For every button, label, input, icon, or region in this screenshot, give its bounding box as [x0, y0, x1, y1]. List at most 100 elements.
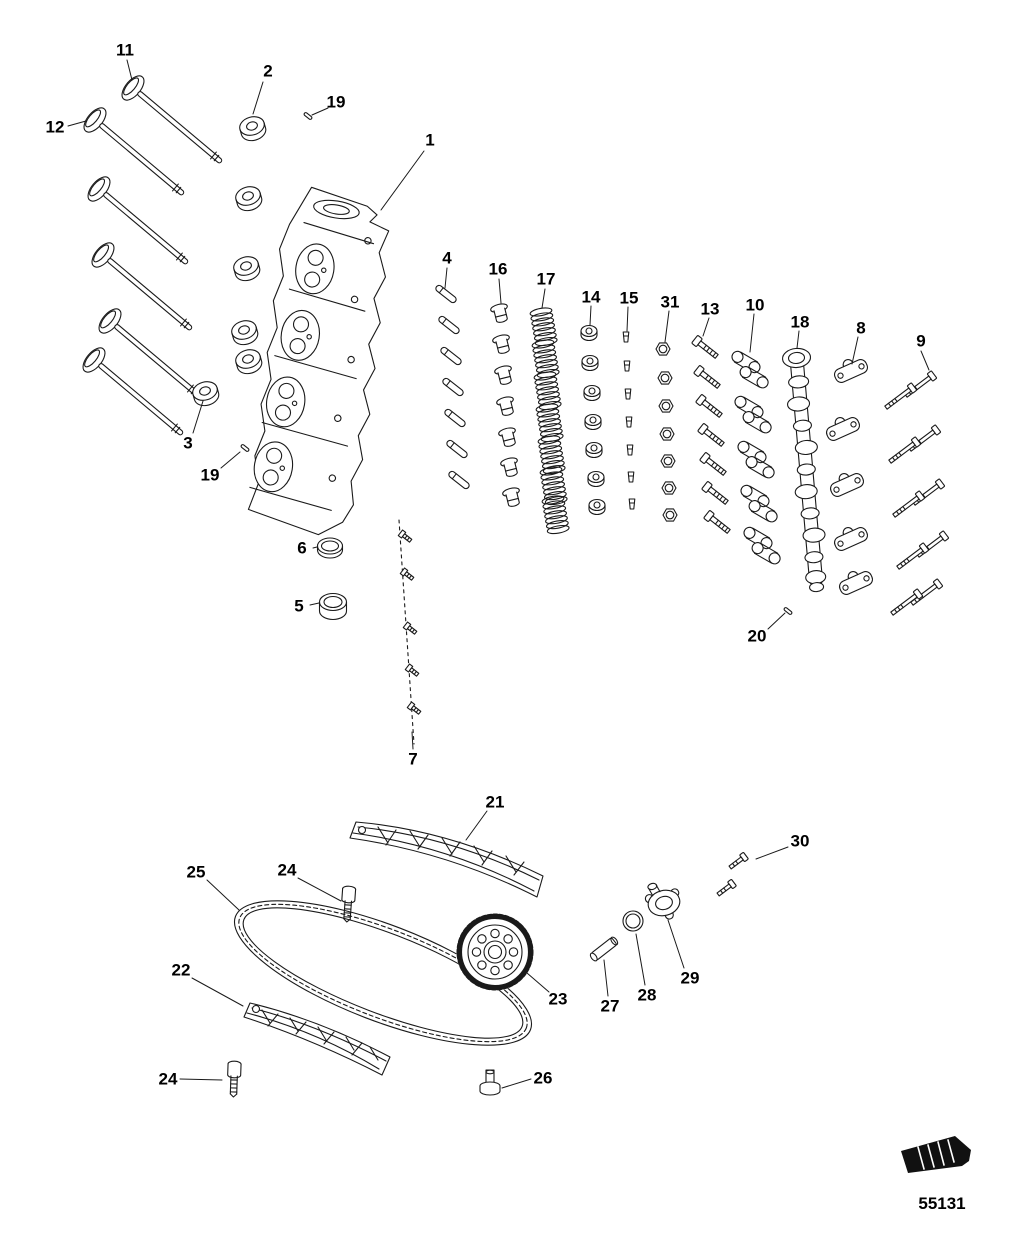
part-callout-11: 11	[116, 40, 134, 60]
camshaft-sprocket	[456, 913, 534, 991]
spring-seats-group	[489, 301, 524, 509]
spring-retainer	[583, 384, 601, 402]
timing-chain	[233, 900, 533, 1046]
head-bolt	[406, 701, 423, 717]
valve-keeper	[624, 388, 632, 400]
part-callout-28: 28	[637, 985, 657, 1005]
part-callout-1: 1	[425, 130, 435, 150]
guide-bolt-lower	[226, 1060, 242, 1098]
spring-retainer	[580, 324, 598, 342]
head-bolts-group	[397, 519, 423, 745]
spring-retainer	[588, 498, 606, 516]
head-bolt	[402, 621, 419, 637]
valve	[117, 71, 231, 174]
part-callout-24b: 24	[158, 1069, 178, 1089]
spring-retainer	[587, 470, 605, 488]
valve	[78, 343, 192, 446]
adjuster-nut	[658, 399, 674, 413]
o-ring	[622, 910, 644, 932]
part-callout-2: 2	[263, 61, 273, 81]
chain-guide-upper	[349, 821, 544, 898]
part-callout-3: 3	[183, 433, 193, 453]
dowel-pin	[443, 407, 467, 429]
spring-seat	[495, 394, 518, 418]
part-callout-31: 31	[660, 292, 680, 312]
rocker-bolt	[703, 509, 733, 536]
adjuster-nut	[661, 481, 677, 495]
valve-keeper	[627, 471, 635, 483]
spring-seat	[493, 363, 516, 387]
tensioner-bolt	[715, 878, 737, 899]
valve-seal	[228, 317, 261, 348]
rocker-bolt	[699, 451, 729, 478]
valve-seal	[232, 346, 265, 377]
rocker-arm-pair	[734, 390, 773, 439]
cap-bolts-group	[882, 370, 950, 618]
dowel-pin	[441, 376, 465, 398]
rocker-bolt	[701, 480, 731, 507]
head-ribs	[249, 222, 375, 511]
camshaft-cap	[822, 410, 862, 443]
part-callout-18: 18	[790, 312, 810, 332]
camshaft-cap	[830, 352, 870, 385]
spring-retainer	[585, 441, 603, 459]
valve-seal	[189, 378, 222, 409]
alignment-line	[398, 519, 415, 745]
valve-seal	[236, 113, 269, 144]
tensioner-pin	[589, 936, 619, 962]
part-callout-23: 23	[548, 989, 568, 1009]
spring-retainers-group	[580, 324, 606, 516]
valve-keeper	[622, 331, 630, 343]
cap-bolt	[888, 588, 924, 618]
part-callout-7: 7	[408, 749, 418, 769]
tappet-5	[318, 592, 348, 621]
camshaft-cap	[830, 520, 870, 553]
adjuster-nut	[662, 508, 678, 522]
part-callout-8: 8	[856, 318, 866, 338]
adjuster-nut	[659, 427, 675, 441]
valve-springs-group	[528, 305, 571, 536]
drawing-number: 55131	[918, 1194, 966, 1213]
dowel-pin	[439, 345, 463, 367]
locating-pin	[239, 443, 251, 453]
rocker-bolts-group	[691, 334, 733, 536]
rocker-bolt	[693, 364, 723, 391]
cap-bolt	[886, 436, 922, 466]
cylinder-head	[247, 186, 390, 536]
leader-lines	[67, 59, 930, 1089]
adjuster-nut	[660, 454, 676, 468]
part-callout-15: 15	[619, 288, 639, 308]
rocker-bolt	[697, 422, 727, 449]
part-callout-21: 21	[485, 792, 505, 812]
part-callout-24a: 24	[277, 860, 297, 880]
adjuster-nut	[657, 371, 673, 385]
part-callout-20: 20	[747, 626, 767, 646]
locating-pin	[302, 111, 314, 121]
camshaft-cap	[826, 466, 866, 499]
combustion-chambers	[253, 243, 335, 493]
dowel-pin	[437, 314, 461, 336]
part-callout-6: 6	[297, 538, 307, 558]
spring-seat	[489, 301, 512, 325]
adjuster-nut	[655, 342, 671, 356]
rocker-bolt	[691, 334, 721, 361]
valve-keeper	[628, 498, 636, 510]
part-callout-19b: 19	[200, 465, 220, 485]
sprocket-bolt	[479, 1069, 501, 1096]
valve	[94, 304, 208, 407]
rocker-arms-group	[731, 345, 782, 570]
dowel-pin	[447, 469, 471, 491]
chain-guide-lower	[243, 1002, 391, 1076]
camshaft-cap	[835, 564, 875, 597]
cap-bolt	[894, 542, 930, 572]
valve-keepers-group	[622, 331, 636, 510]
tensioner-bolts-group	[715, 851, 749, 899]
spring-retainer	[584, 413, 602, 431]
cap-bolt	[882, 382, 918, 412]
valve-keeper	[626, 444, 634, 456]
tappet-6	[316, 537, 344, 559]
valve-keeper	[625, 416, 633, 428]
dowel-pin	[434, 283, 458, 305]
spring-retainer	[581, 354, 599, 372]
